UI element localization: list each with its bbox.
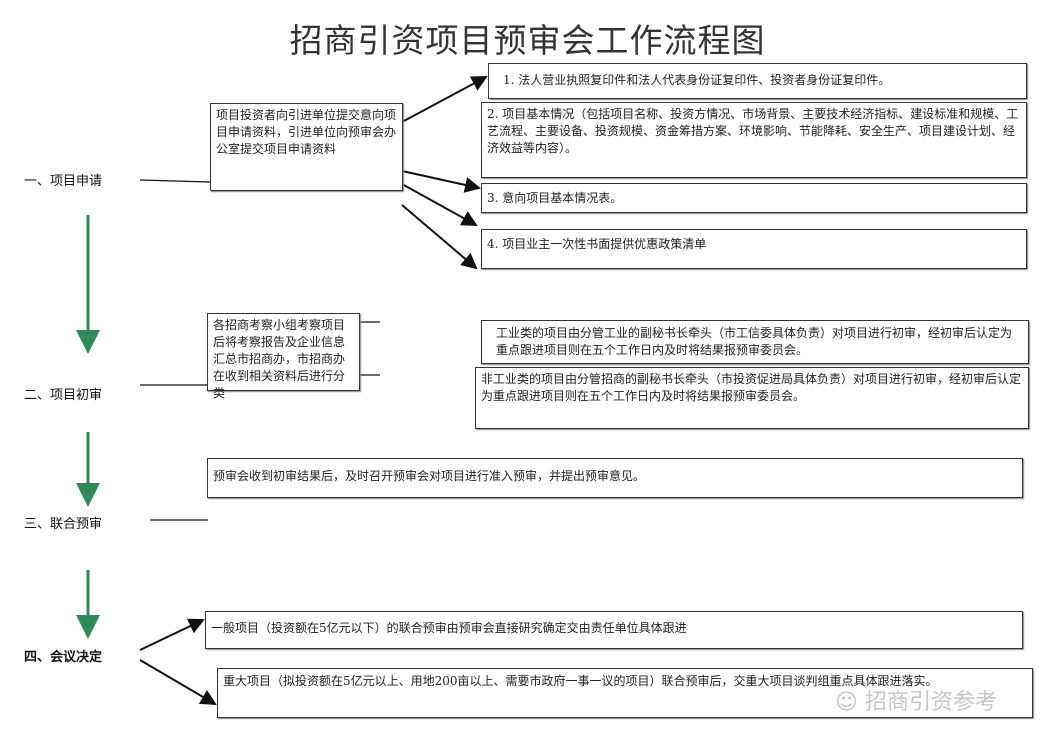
arrow [401,170,481,193]
arrow [401,204,478,270]
stage-label-decision: 四、会议决定 [24,650,103,665]
joint-review-box: 预审会收到初审结果后，及时召开预审会对项目进行准入预审，并提出预审意见。 [207,458,1023,498]
application-item-1: 1. 法人营业执照复印件和法人代表身份证复印件、投资者身份证复印件。 [488,63,1027,99]
connector-line [139,179,211,183]
non-industrial-review-box: 非工业类的项目由分管招商的副秘书长牵头（市投资促进局具体负责）对项目进行初审，经… [475,367,1029,429]
arrow [139,618,205,651]
arrow [139,659,217,706]
industrial-review-box: 工业类的项目由分管工业的副秘书长牵头（市工信委具体负责）对项目进行初审，经初审后… [481,320,1029,364]
page-title: 招商引资项目预审会工作流程图 [289,21,766,60]
stage-label-joint-review: 三、联合预审 [24,517,103,532]
arrow [401,183,478,226]
application-item-4: 4. 项目业主一次性书面提供优惠政策清单 [481,229,1027,269]
watermark: ☺ 招商引资参考 [835,690,997,715]
arrow [401,76,488,123]
preliminary-source-box: 各招商考察小组考察项目后将考察报告及企业信息汇总市招商办，市招商办在收到相关资料… [207,313,360,400]
wechat-icon: ☺ [835,690,858,715]
application-item-2: 2. 项目基本情况（包括项目名称、投资方情况、市场背景、主要技术经济指标、建设标… [481,102,1027,178]
stage-label-preliminary: 二、项目初审 [24,388,103,403]
stage-label-application: 一、项目申请 [24,174,103,189]
application-source-box: 项目投资者向引进单位提交意向项目申请资料，引进单位向预审会办公室提交项目申请资料 [210,103,403,191]
major-project-box: 重大项目（拟投资额在5亿元以上、用地200亩以上、需要市政府一事一议的项目）联合… [217,668,1033,718]
application-item-3: 3. 意向项目基本情况表。 [481,183,1027,213]
general-project-box: 一般项目（投资额在5亿元以下）的联合预审由预审会直接研究确定交由责任单位具体跟进 [205,611,1023,649]
